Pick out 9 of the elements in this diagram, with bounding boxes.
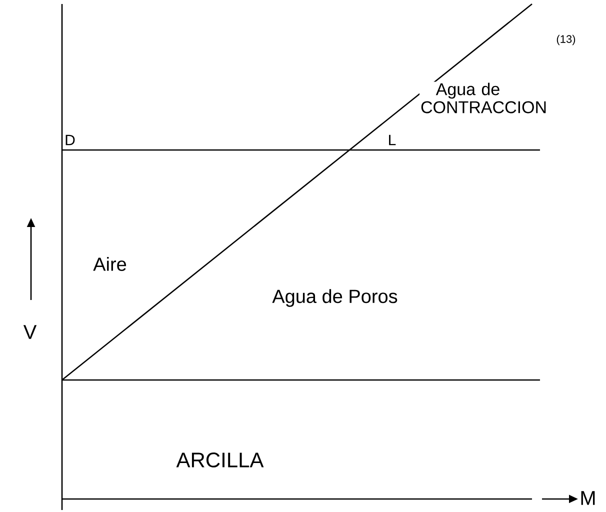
- region-label: ARCILLA: [176, 452, 264, 468]
- axis-label: V: [23, 325, 37, 339]
- axis-label: M: [581, 491, 595, 505]
- region-label: Agua de Poros: [272, 289, 398, 307]
- region-label: Aire: [93, 257, 126, 271]
- region-label: Agua de CONTRACCION: [420, 82, 546, 114]
- figure-number: (13): [556, 34, 576, 46]
- point-label: L: [389, 134, 396, 146]
- point-label: D: [66, 134, 75, 146]
